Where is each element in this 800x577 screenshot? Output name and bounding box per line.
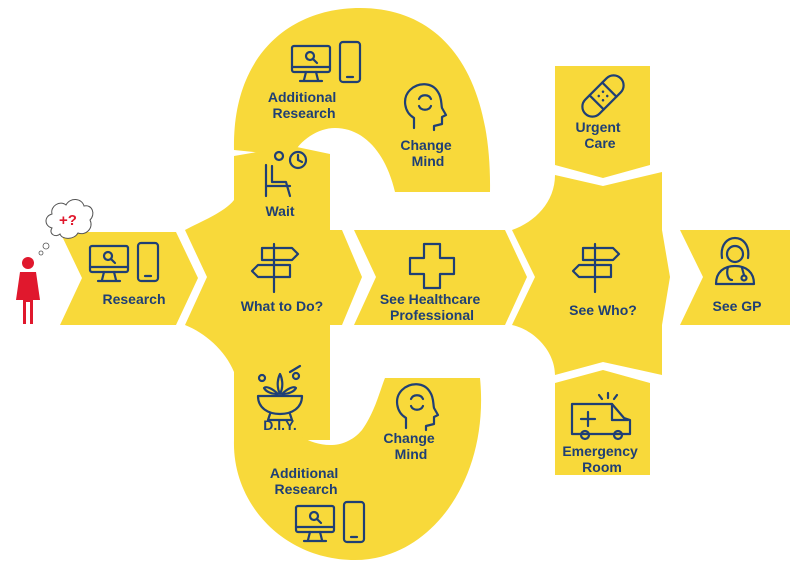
signpost-icon <box>250 242 300 294</box>
waiting-person-icon <box>264 150 308 198</box>
top-loop-shape <box>233 8 491 192</box>
research-block <box>60 232 198 325</box>
ambulance-icon <box>570 391 632 441</box>
node-label-see-who: See Who? <box>569 302 637 318</box>
node-label-research: Research <box>102 291 165 307</box>
bandage-icon <box>581 74 625 118</box>
person-icon <box>16 242 50 324</box>
node-label-change-mind-top: Change Mind <box>400 137 455 169</box>
mortar-herbs-icon <box>256 364 304 422</box>
emergency-room-block <box>555 370 650 475</box>
diy-block <box>185 325 330 440</box>
signpost-icon <box>571 242 621 294</box>
see-gp-block <box>680 230 790 325</box>
node-label-change-mind-bottom: Change Mind <box>383 430 438 462</box>
head-mind-icon <box>396 383 440 432</box>
medical-cross-icon <box>408 242 456 290</box>
node-label-emergency-room: Emergency Room <box>562 443 641 475</box>
node-label-see-gp: See GP <box>712 298 761 314</box>
node-label-what-to-do: What to Do? <box>241 298 323 314</box>
wait-block <box>185 146 330 230</box>
node-label-urgent-care: Urgent Care <box>575 119 624 151</box>
node-label-wait: Wait <box>265 203 294 219</box>
urgent-care-block <box>555 66 650 178</box>
computer-phone-icon <box>294 500 366 544</box>
node-label-diy: D.I.Y. <box>263 417 296 433</box>
thought-bubble-text: +? <box>59 212 77 229</box>
see-who-block <box>512 172 670 375</box>
node-label-see-healthcare-professional: See Healthcare Professional <box>380 291 484 323</box>
computer-phone-icon <box>290 40 362 84</box>
doctor-icon <box>714 236 756 286</box>
thought-bubble-icon: +? <box>45 199 94 239</box>
node-label-additional-research-bottom: Additional Research <box>270 465 342 497</box>
computer-phone-icon <box>88 241 160 283</box>
node-label-additional-research-top: Additional Research <box>268 89 340 121</box>
head-mind-icon <box>404 83 448 132</box>
